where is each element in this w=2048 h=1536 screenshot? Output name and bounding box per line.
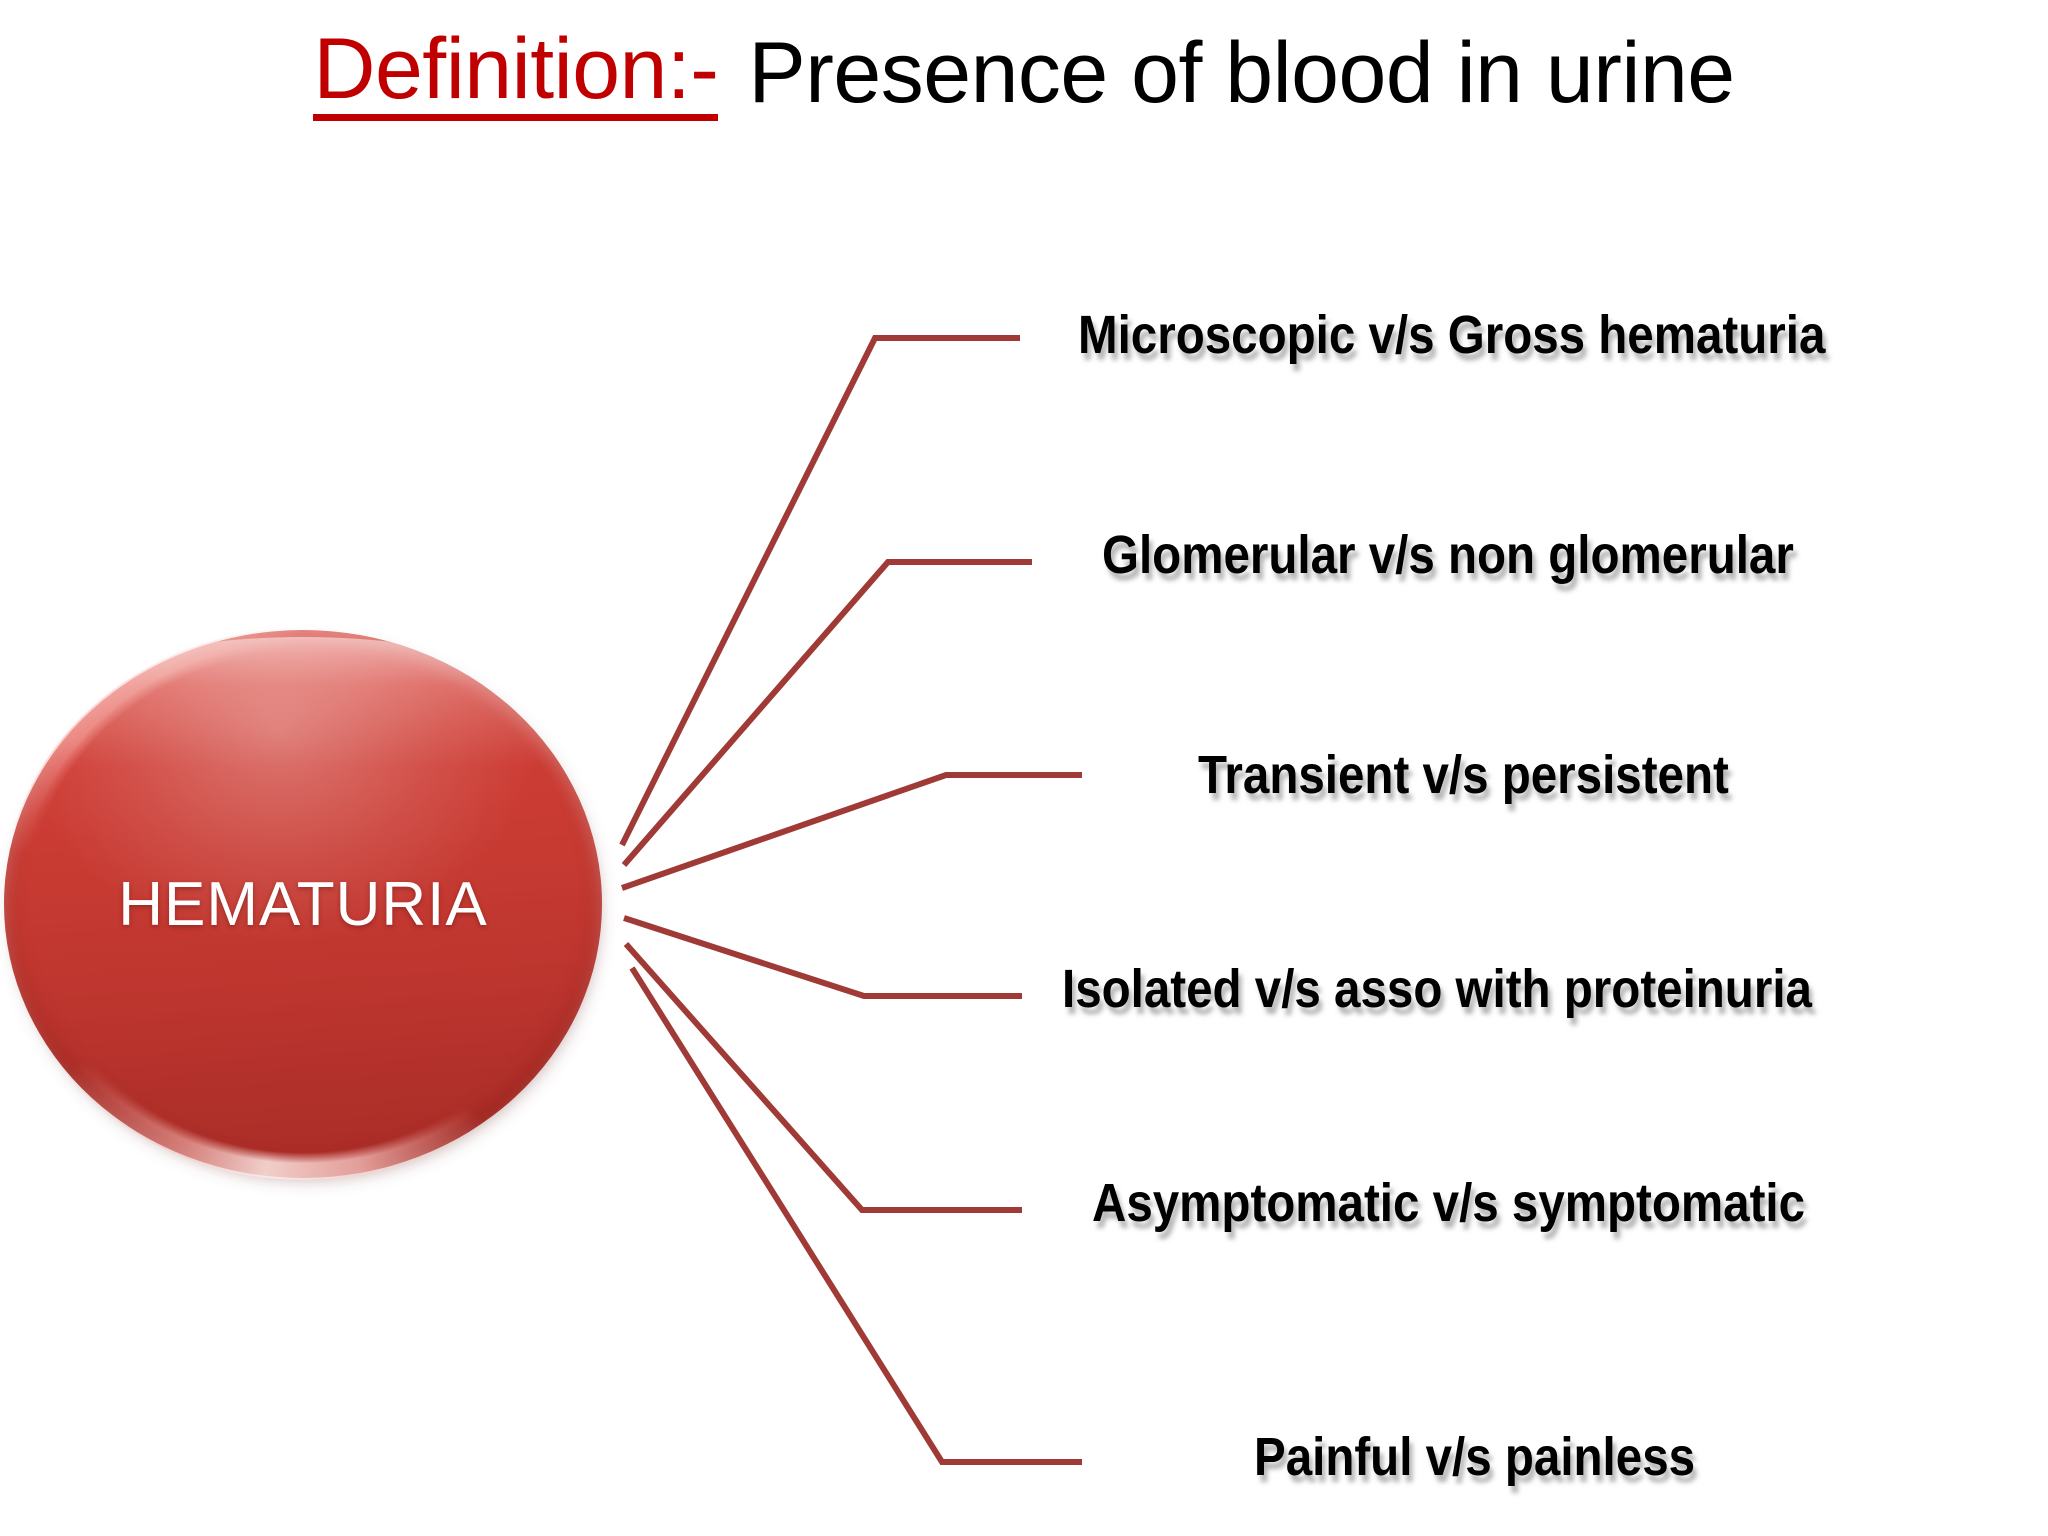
branch-label-transient-vs-persistent: Transient v/s persistent	[1198, 745, 1729, 805]
title-statement: Presence of blood in urine	[748, 25, 1735, 121]
branch-label-painful-vs-painless: Painful v/s painless	[1254, 1427, 1696, 1487]
branch-label-microscopic-vs-gross: Microscopic v/s Gross hematuria	[1078, 305, 1826, 365]
hub-label: HEMATURIA	[118, 869, 488, 939]
branch-label-isolated-vs-proteinuria: Isolated v/s asso with proteinuria	[1062, 959, 1812, 1019]
connector-line-1	[621, 559, 1032, 867]
connector-line-5	[629, 966, 1082, 1465]
title-keyword: Definition:-	[313, 26, 719, 121]
connector-line-3	[623, 915, 1022, 999]
page-title: Definition:- Presence of blood in urine	[0, 8, 2048, 138]
connector-line-0	[619, 335, 1020, 847]
connector-line-2	[621, 772, 1082, 891]
hub-node[interactable]: HEMATURIA	[2, 628, 604, 1180]
branch-label-glomerular-vs-non-glomerular: Glomerular v/s non glomerular	[1102, 525, 1794, 585]
branch-label-asymptomatic-vs-symptomatic: Asymptomatic v/s symptomatic	[1092, 1173, 1806, 1233]
connector-line-4	[623, 942, 1022, 1213]
